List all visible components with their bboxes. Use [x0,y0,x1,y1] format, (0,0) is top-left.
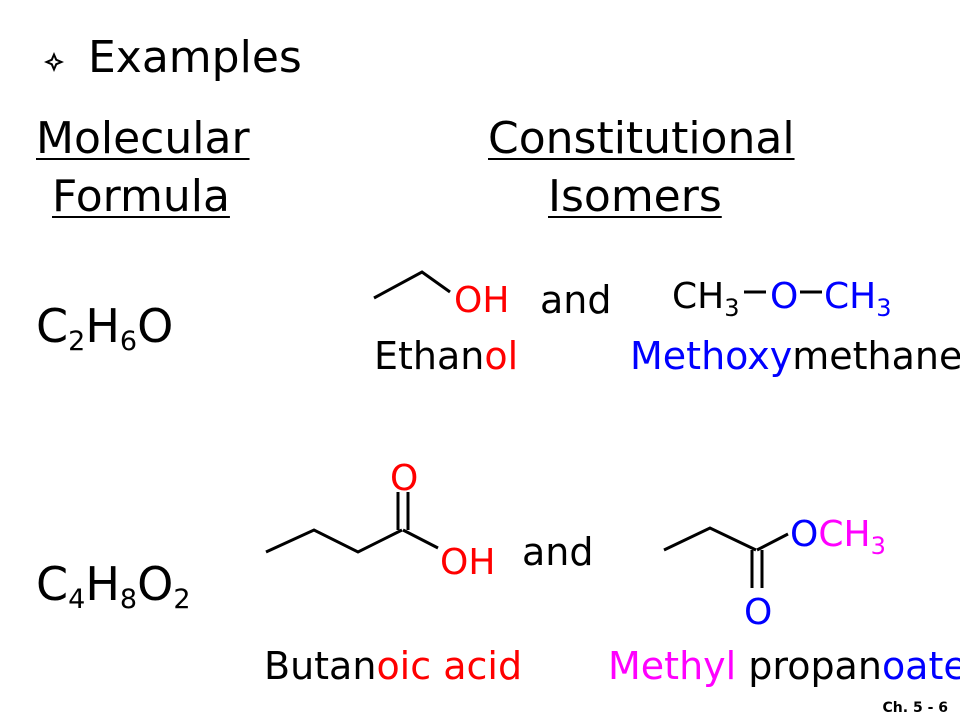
and-row1: and [540,278,612,322]
and-row2: and [522,530,594,574]
methyl-propanoate-name: Methyl propanoate [608,644,960,688]
formula-c4h8o2: C4H8O2 [36,557,191,615]
ether-o-label: O [770,276,798,317]
formula-c2h6o: C2H6O [36,299,174,357]
header-constitutional: Constitutional [488,113,795,164]
bullet-icon [44,52,64,72]
ethanol-oh-label: OH [454,280,509,321]
butanoic-acid-structure: O OH [265,458,495,582]
header-formula: Formula [52,171,230,222]
butanoic-carbonyl-o: O [390,458,418,499]
ethanol-structure: OH [373,270,509,321]
left-ch3-label: CH3 [672,276,740,322]
methoxymethane-structure: CH3 O CH3 [672,276,892,322]
propanoate-och3-label: OCH3 [790,514,886,560]
header-isomers: Isomers [548,171,722,222]
ethanol-name: Ethanol [374,334,519,378]
methyl-propanoate-structure: O OCH3 [663,514,886,633]
methoxymethane-name: Methoxymethane [630,334,960,378]
header-molecular: Molecular [36,113,250,164]
slide-title: Examples [88,32,302,83]
slide-number: Ch. 5 - 6 [882,700,948,716]
butanoic-acid-name: Butanoic acid [264,644,523,688]
right-ch3-label: CH3 [824,276,892,322]
butanoic-oh-label: OH [440,542,495,582]
propanoate-carbonyl-o: O [744,592,772,633]
